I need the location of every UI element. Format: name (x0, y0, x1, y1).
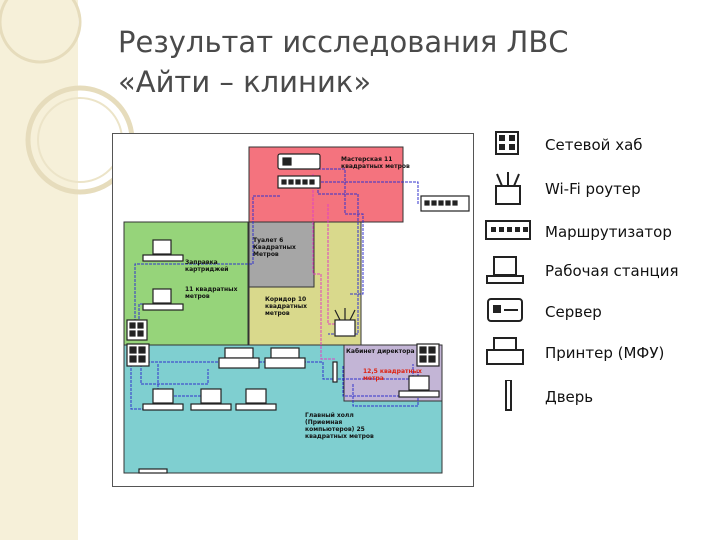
title-line-1: Результат исследования ЛВС (118, 25, 569, 59)
wifi-router-icon (495, 172, 521, 205)
label-toilet: Туалет 6 Квадратных Метров (253, 237, 296, 258)
router-icon (485, 220, 531, 240)
workstation-icon (486, 256, 524, 284)
devices (126, 153, 470, 474)
label-director-area: 12,5 квадратных метра (363, 368, 422, 382)
floor-plan-drawing (123, 146, 470, 474)
label-refill-area: 11 квадратных метров (185, 286, 238, 300)
slide-title: Результат исследования ЛВС «Айти – клини… (118, 22, 678, 102)
legend-label: Дверь (545, 388, 594, 406)
legend-printer: Принтер (МФУ) (480, 336, 710, 370)
title-line-2: «Айти – клиник» (118, 65, 372, 99)
workstation-refill-2 (152, 288, 172, 304)
device-router-external (420, 195, 470, 212)
workstation-director (408, 375, 430, 391)
server-icon (487, 298, 523, 322)
legend-router: Маршрутизатор (480, 215, 710, 249)
workstation-hall-2 (200, 388, 222, 404)
floor-plan: Мастерская 11 квадратных метров Туалет 6… (112, 133, 474, 487)
legend-label: Принтер (МФУ) (545, 344, 665, 362)
workstation-hall-3 (245, 388, 267, 404)
legend-label: Сетевой хаб (545, 136, 643, 154)
door-icon (505, 380, 512, 411)
label-refill: Заправка картриджей (185, 259, 229, 273)
workstation-refill-1 (152, 239, 172, 255)
printer-hall-1 (224, 347, 254, 359)
legend-door: Дверь (480, 380, 710, 414)
legend-server: Сервер (480, 295, 710, 329)
door-main (138, 468, 168, 474)
legend-label: Wi-Fi роутер (545, 180, 641, 198)
legend-label: Рабочая станция (545, 262, 679, 280)
printer-icon (486, 337, 524, 365)
label-director: Кабинет директора (346, 348, 415, 355)
legend-network-hub: Сетевой хаб (480, 128, 710, 162)
room-workshop (248, 146, 404, 223)
workstation-hall-1 (152, 388, 174, 404)
door-director (332, 361, 338, 383)
label-corridor: Коридор 10 квадратных метров (265, 296, 308, 317)
legend-label: Маршрутизатор (545, 223, 672, 241)
room-toilet-top (248, 221, 315, 288)
wifi-router-corridor (334, 319, 356, 337)
label-main-hall: Главный холл (Приемная компьютеров) 25 к… (305, 412, 374, 440)
legend-wifi-router: Wi-Fi роутер (480, 172, 710, 206)
legend-workstation: Рабочая станция (480, 254, 710, 288)
legend-label: Сервер (545, 303, 602, 321)
printer-hall-2 (270, 347, 300, 359)
network-hub-icon (495, 131, 519, 155)
label-workshop: Мастерская 11 квадратных метров (341, 156, 410, 170)
